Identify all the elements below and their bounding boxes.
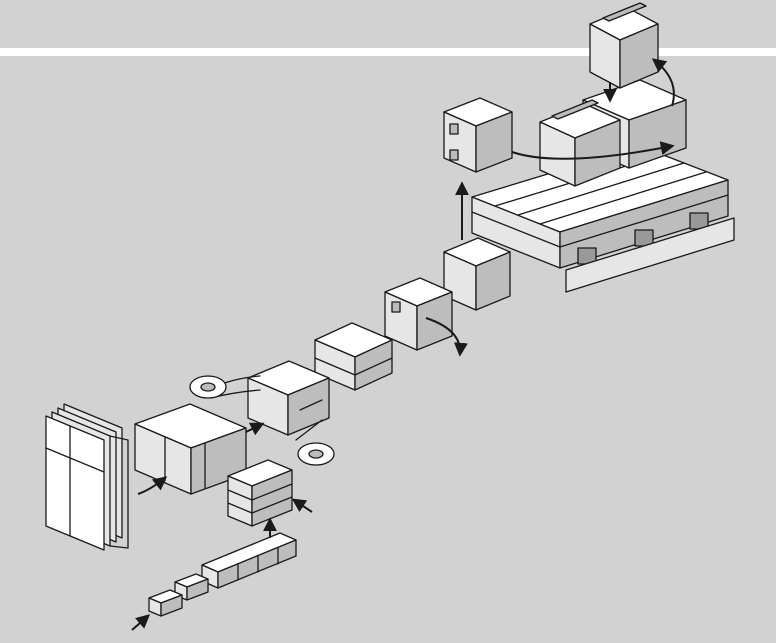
tape-roll-bottom	[295, 399, 335, 466]
carton-pallet-side	[443, 237, 511, 311]
flow-arrows	[131, 58, 675, 631]
tape-roll-top	[189, 375, 261, 399]
retail-pack-stack	[227, 459, 293, 527]
arrow-top-lift	[651, 58, 675, 107]
carton-sealed	[314, 322, 393, 391]
arrow-onto-pallet	[511, 141, 675, 160]
retail-pack-single-a	[174, 573, 209, 601]
arrow-stack-in	[291, 498, 313, 513]
pallet-carton-front	[539, 99, 621, 187]
arrow-carton-out	[245, 422, 265, 436]
flat-blank-stack	[45, 403, 129, 551]
arrow-rotate	[425, 317, 468, 357]
retail-pack-single-b	[148, 589, 183, 617]
retail-pack-row	[201, 532, 297, 589]
carton-rotating	[384, 277, 453, 351]
header-band	[0, 48, 776, 56]
arrow-blank-fold	[137, 476, 168, 495]
arrow-packs-in	[131, 614, 151, 631]
carton-top-lift	[589, 2, 659, 89]
pallet	[471, 145, 735, 293]
carton-lifted	[443, 97, 513, 173]
